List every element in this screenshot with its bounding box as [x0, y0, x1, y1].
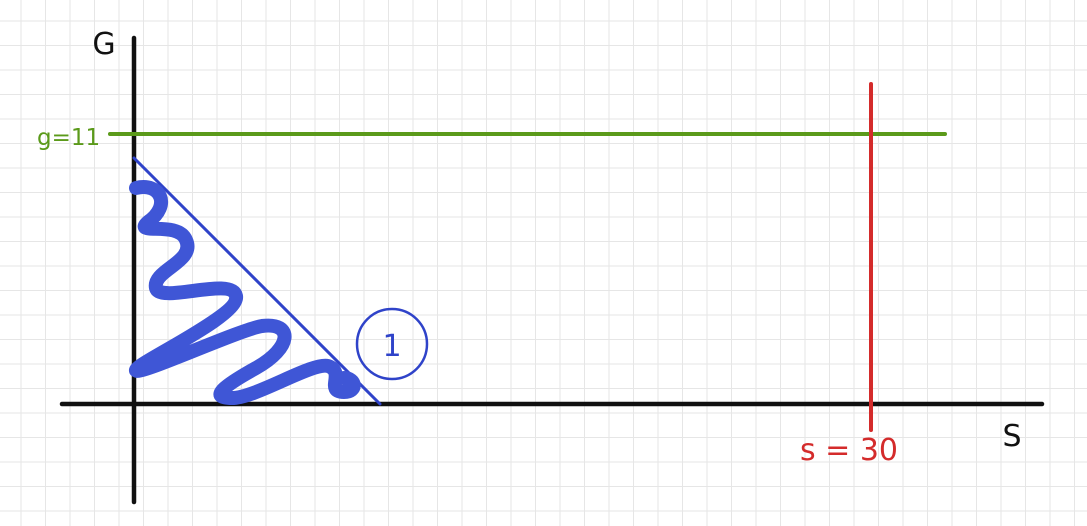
red-line-label: s = 30 [800, 433, 898, 468]
region-boundary-line [132, 156, 382, 406]
region-marker-label: 1 [382, 329, 401, 364]
region-marker-circle [355, 307, 429, 381]
green-line-label: g=11 [37, 125, 100, 151]
region-squiggle-shading [128, 180, 361, 405]
x-axis-label: S [1002, 419, 1021, 454]
y-axis-label: G [92, 27, 115, 62]
